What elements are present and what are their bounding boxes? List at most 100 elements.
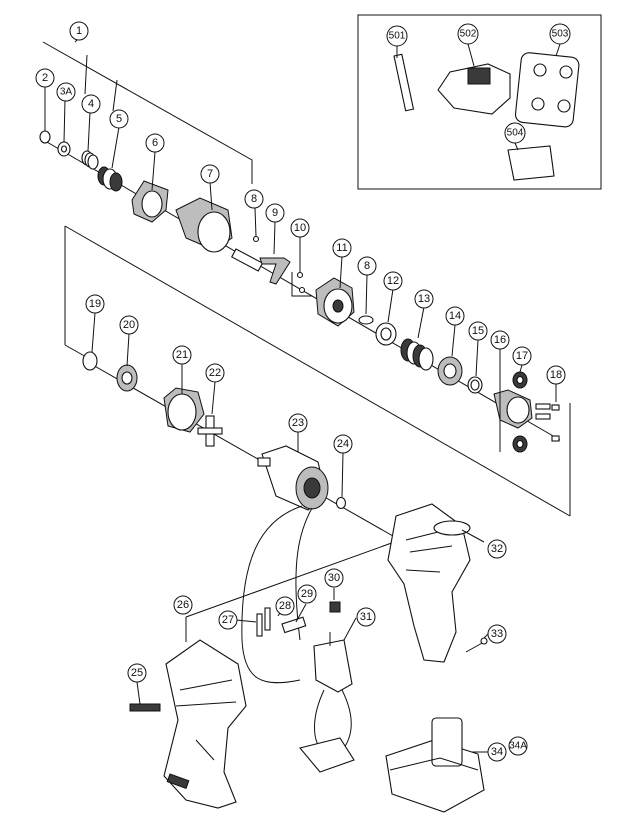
part-29-block: [281, 616, 307, 634]
svg-text:14: 14: [449, 310, 461, 322]
part-7-spindle: [175, 197, 264, 272]
callout-18: 18: [546, 365, 566, 385]
svg-text:31: 31: [360, 611, 372, 623]
svg-text:13: 13: [418, 293, 430, 305]
svg-text:33: 33: [491, 628, 503, 640]
part-20-bearing: [116, 364, 138, 392]
svg-text:3A: 3A: [60, 87, 73, 98]
callout-20: 20: [119, 315, 139, 335]
callout-17: 17: [512, 346, 532, 366]
part-15-ring: [467, 376, 483, 394]
part-11-hammer: [315, 277, 355, 327]
callout-27: 27: [218, 610, 238, 630]
part-18-pins: [551, 404, 560, 442]
callout-34: 34: [487, 742, 507, 762]
part-25-label: [129, 703, 161, 712]
callout-30: 30: [324, 568, 344, 588]
svg-text:29: 29: [301, 588, 313, 600]
part-8a-ball: [252, 235, 260, 243]
svg-text:8: 8: [364, 260, 370, 272]
callout-26: 26: [173, 595, 193, 615]
callout-29: 29: [297, 584, 317, 604]
part-30-button: [329, 601, 341, 613]
callout-21: 21: [172, 345, 192, 365]
callout-15: 15: [468, 321, 488, 341]
callout-11: 11: [332, 238, 352, 258]
callout-501: 501: [386, 25, 408, 47]
accessories-box: [357, 14, 602, 190]
svg-text:18: 18: [550, 369, 562, 381]
callout-6: 6: [145, 133, 165, 153]
callout-7: 7: [200, 164, 220, 184]
part-9-pin: [259, 257, 291, 285]
part-26-housing-left: [163, 639, 247, 809]
callout-8a: 8: [244, 189, 264, 209]
callout-504: 504: [504, 122, 526, 144]
svg-text:23: 23: [292, 417, 304, 429]
part-28-wire: [264, 607, 271, 631]
svg-text:28: 28: [279, 600, 291, 612]
svg-text:502: 502: [460, 29, 477, 40]
part-27-wire: [256, 613, 263, 637]
callout-8b: 8: [357, 256, 377, 276]
part-16-anvil: [493, 389, 551, 429]
part-13-spring: [400, 338, 434, 371]
callout-32: 32: [487, 539, 507, 559]
callout-34a: 34A: [508, 736, 528, 756]
callout-22: 22: [205, 363, 225, 383]
callout-1: 1: [69, 21, 89, 41]
callout-28: 28: [275, 596, 295, 616]
svg-text:32: 32: [491, 543, 503, 555]
svg-text:501: 501: [389, 31, 406, 42]
part-5-spring: [97, 166, 123, 192]
part-19-ring: [82, 351, 98, 371]
svg-text:15: 15: [472, 325, 484, 337]
svg-text:22: 22: [209, 367, 221, 379]
part-32-housing-right: [387, 503, 471, 663]
part-10-balls: [291, 271, 312, 297]
part-3a-washer: [57, 141, 71, 157]
part-501-bit: [393, 53, 415, 112]
callout-16: 16: [490, 330, 510, 350]
part-23-motor: [257, 445, 329, 511]
callout-5: 5: [109, 109, 129, 129]
svg-text:34A: 34A: [509, 741, 527, 752]
svg-text:5: 5: [116, 113, 122, 125]
part-504-hook: [507, 145, 555, 181]
svg-text:16: 16: [494, 334, 506, 346]
svg-text:19: 19: [89, 298, 101, 310]
svg-text:24: 24: [337, 438, 349, 450]
part-33-screw: [465, 637, 488, 653]
part-503-case: [514, 52, 580, 128]
callout-10: 10: [290, 218, 310, 238]
part-12-washer: [375, 322, 397, 346]
svg-text:6: 6: [152, 137, 158, 149]
callout-13: 13: [414, 289, 434, 309]
svg-text:17: 17: [516, 350, 528, 362]
svg-text:10: 10: [294, 222, 306, 234]
callout-14: 14: [445, 306, 465, 326]
svg-text:12: 12: [387, 275, 399, 287]
svg-text:20: 20: [123, 319, 135, 331]
part-22-plate: [197, 415, 223, 447]
svg-text:503: 503: [552, 29, 569, 40]
part-34-battery: [385, 717, 485, 813]
svg-text:25: 25: [131, 667, 143, 679]
svg-text:7: 7: [207, 168, 213, 180]
callout-502: 502: [457, 23, 479, 45]
callout-31: 31: [356, 607, 376, 627]
part-6-sleeve: [131, 180, 169, 223]
callout-12: 12: [383, 271, 403, 291]
part-502-clip: [437, 63, 511, 115]
part-24-ring: [335, 496, 347, 510]
svg-text:26: 26: [177, 599, 189, 611]
svg-text:27: 27: [222, 614, 234, 626]
svg-text:8: 8: [251, 193, 257, 205]
svg-text:1: 1: [76, 25, 82, 37]
part-4-spring: [81, 150, 99, 170]
callout-4: 4: [81, 94, 101, 114]
svg-text:4: 4: [88, 98, 94, 110]
callout-9: 9: [265, 203, 285, 223]
